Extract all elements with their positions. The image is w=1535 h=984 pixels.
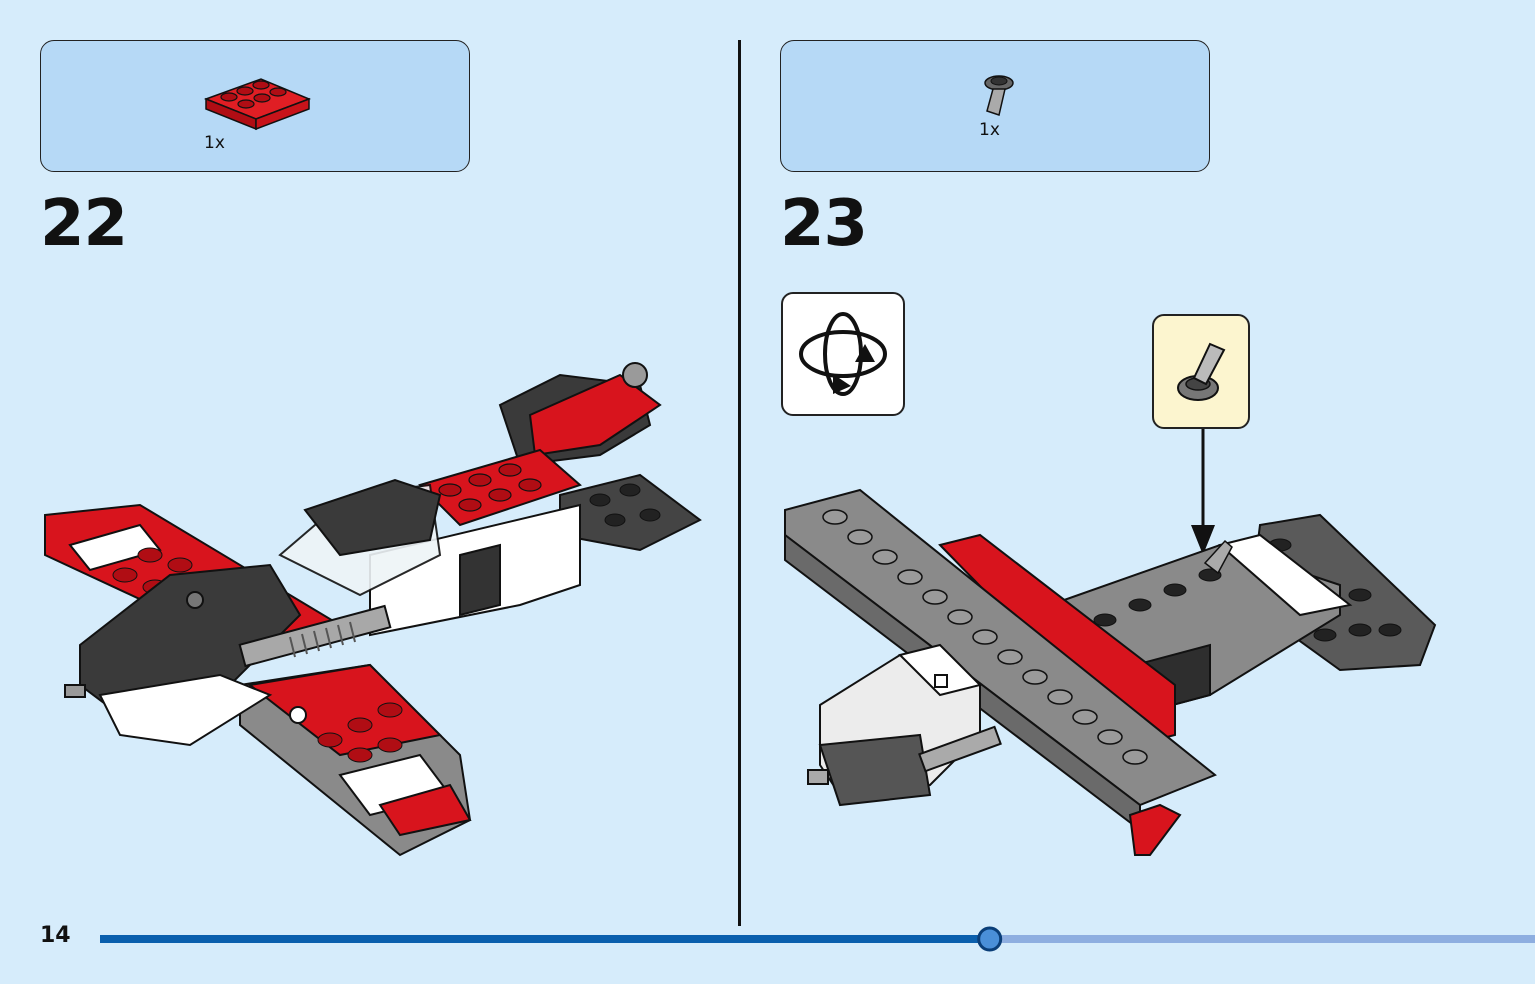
progress-marker [977, 926, 1003, 952]
red-plate-icon [203, 78, 312, 131]
grey-clip-icon [984, 75, 1014, 116]
progress-bar [100, 926, 1535, 952]
progress-completed [100, 935, 990, 943]
page-divider [738, 40, 741, 926]
part-quantity: 1x [204, 133, 225, 153]
parts-needed-box-step-22: 1x [40, 40, 470, 172]
step-number-22: 22 [40, 187, 128, 261]
part-callout-box [1152, 314, 1250, 429]
grey-clip-icon [1177, 342, 1226, 401]
parts-needed-box-step-23: 1x [780, 40, 1210, 172]
step-number-23: 23 [780, 187, 868, 261]
part-quantity: 1x [979, 120, 1000, 140]
down-arrow-icon [1191, 429, 1215, 555]
page-number: 14 [40, 923, 71, 948]
rotate-model-icon [781, 292, 905, 416]
step-22-plane-model [44, 362, 702, 857]
step-23-plane-model [784, 488, 1437, 856]
